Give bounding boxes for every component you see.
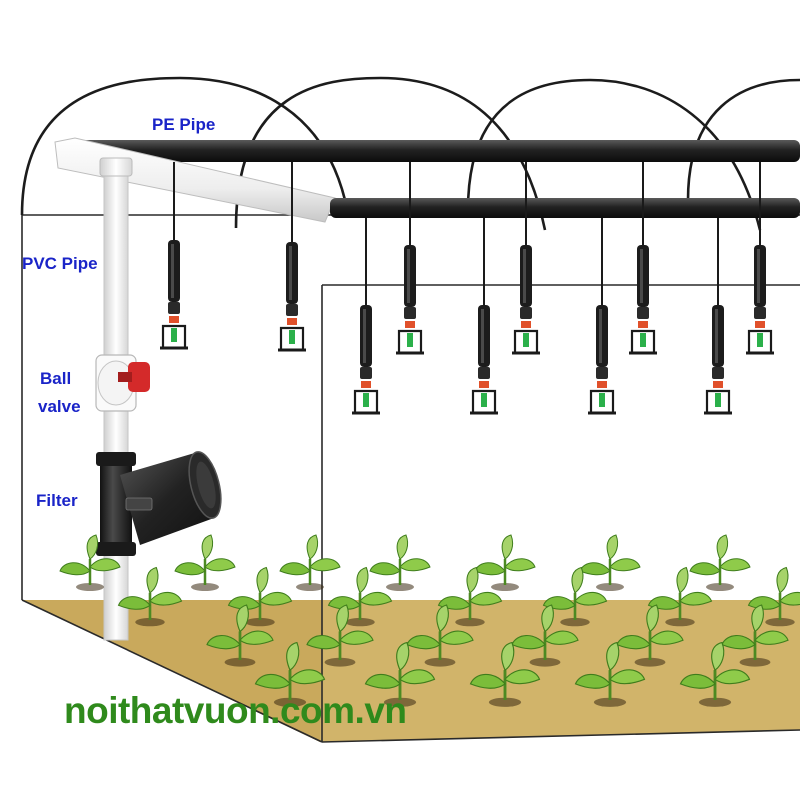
filter-icon <box>96 451 222 556</box>
plant-icon <box>306 604 374 667</box>
plant-icon <box>574 641 646 707</box>
sprinkler-icon <box>588 218 616 415</box>
plant-icon <box>511 604 579 667</box>
plant-icon <box>689 534 751 591</box>
sprinkler-group <box>160 162 774 415</box>
pvc-pipe-label: PVC Pipe <box>22 254 98 273</box>
pe-pipe-upper <box>62 140 800 162</box>
plant-icon <box>721 604 789 667</box>
plant-icon <box>117 566 183 627</box>
plant-icon <box>679 641 751 707</box>
plant-icon <box>227 566 293 627</box>
plant-icon <box>747 566 800 627</box>
sprinkler-icon <box>470 218 498 415</box>
ball-valve-label-line2: valve <box>38 397 81 416</box>
plant-icon <box>469 641 541 707</box>
sprinkler-icon <box>512 162 540 355</box>
plant-icon <box>206 604 274 667</box>
plant-group <box>59 534 800 707</box>
pe-pipe-label: PE Pipe <box>152 115 216 134</box>
plant-icon <box>647 566 713 627</box>
sprinkler-icon <box>352 218 380 415</box>
plant-icon <box>406 604 474 667</box>
plant-icon <box>369 534 431 591</box>
pe-pipe-lower <box>330 198 800 218</box>
sprinkler-icon <box>396 162 424 355</box>
sprinkler-icon <box>704 218 732 415</box>
plant-icon <box>579 534 641 591</box>
sprinkler-icon <box>160 162 188 350</box>
plant-icon <box>174 534 236 591</box>
sprinkler-icon <box>278 162 306 352</box>
watermark-text: noithatvuon.com.vn <box>64 690 407 731</box>
sprinkler-icon <box>629 162 657 355</box>
plant-icon <box>279 534 341 591</box>
ball-valve-label-line1: Ball <box>40 369 72 388</box>
plant-icon <box>364 641 436 707</box>
filter-label: Filter <box>36 491 78 510</box>
sprinkler-icon <box>746 162 774 355</box>
plant-icon <box>616 604 684 667</box>
plant-icon <box>327 566 393 627</box>
plant-icon <box>59 534 121 591</box>
plant-icon <box>254 641 326 707</box>
ball-valve-icon <box>95 354 150 412</box>
plant-icon <box>474 534 536 591</box>
